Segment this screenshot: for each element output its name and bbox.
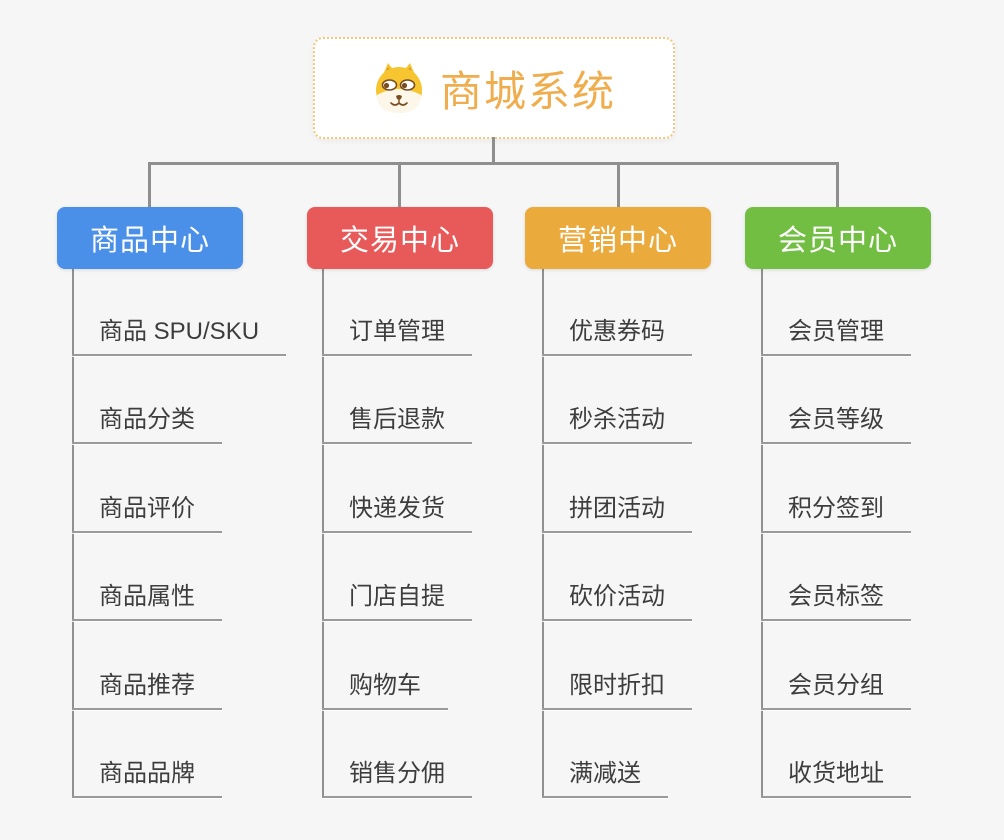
connector-drop-marketing: [617, 162, 620, 208]
trunk-line-trade: [322, 269, 324, 798]
branch-box-member-center[interactable]: 会员中心: [745, 207, 931, 269]
leaf-node[interactable]: 商品属性: [72, 583, 222, 621]
leaf-node[interactable]: 会员管理: [761, 318, 911, 356]
trunk-line-product: [72, 269, 74, 798]
connector-drop-trade: [398, 162, 401, 208]
leaf-node[interactable]: 会员等级: [761, 406, 911, 444]
leaf-node[interactable]: 商品推荐: [72, 672, 222, 710]
leaf-node[interactable]: 限时折扣: [542, 672, 692, 710]
shiba-dog-icon: [375, 63, 422, 113]
leaf-node[interactable]: 优惠券码: [542, 318, 692, 356]
trunk-line-member: [761, 269, 763, 798]
leaf-node[interactable]: 会员标签: [761, 583, 911, 621]
leaf-node[interactable]: 会员分组: [761, 672, 911, 710]
leaf-node[interactable]: 销售分佣: [322, 760, 472, 798]
connector-horizontal-bar: [148, 162, 839, 165]
leaf-node[interactable]: 砍价活动: [542, 583, 692, 621]
branch-box-marketing-center[interactable]: 营销中心: [525, 207, 711, 269]
leaf-node[interactable]: 商品品牌: [72, 760, 222, 798]
leaf-node[interactable]: 满减送: [542, 760, 668, 798]
leaf-node[interactable]: 快递发货: [322, 495, 472, 533]
leaf-node[interactable]: 售后退款: [322, 406, 472, 444]
leaf-node[interactable]: 收货地址: [761, 760, 911, 798]
leaf-node[interactable]: 商品分类: [72, 406, 222, 444]
connector-root-stub: [492, 137, 495, 164]
root-title: 商城系统: [439, 67, 616, 115]
branch-box-trade-center[interactable]: 交易中心: [307, 207, 493, 269]
leaf-node[interactable]: 秒杀活动: [542, 406, 692, 444]
leaf-node[interactable]: 积分签到: [761, 495, 911, 533]
leaf-node[interactable]: 订单管理: [322, 318, 472, 356]
leaf-node[interactable]: 购物车: [322, 672, 448, 710]
leaf-node[interactable]: 门店自提: [322, 583, 472, 621]
root-node[interactable]: 商城系统: [313, 37, 675, 139]
leaf-node[interactable]: 拼团活动: [542, 495, 692, 533]
leaf-node[interactable]: 商品 SPU/SKU: [72, 318, 287, 356]
connector-drop-product: [148, 162, 151, 208]
trunk-line-marketing: [542, 269, 544, 798]
branch-box-product-center[interactable]: 商品中心: [57, 207, 243, 269]
leaf-node[interactable]: 商品评价: [72, 495, 222, 533]
connector-drop-member: [836, 162, 839, 208]
